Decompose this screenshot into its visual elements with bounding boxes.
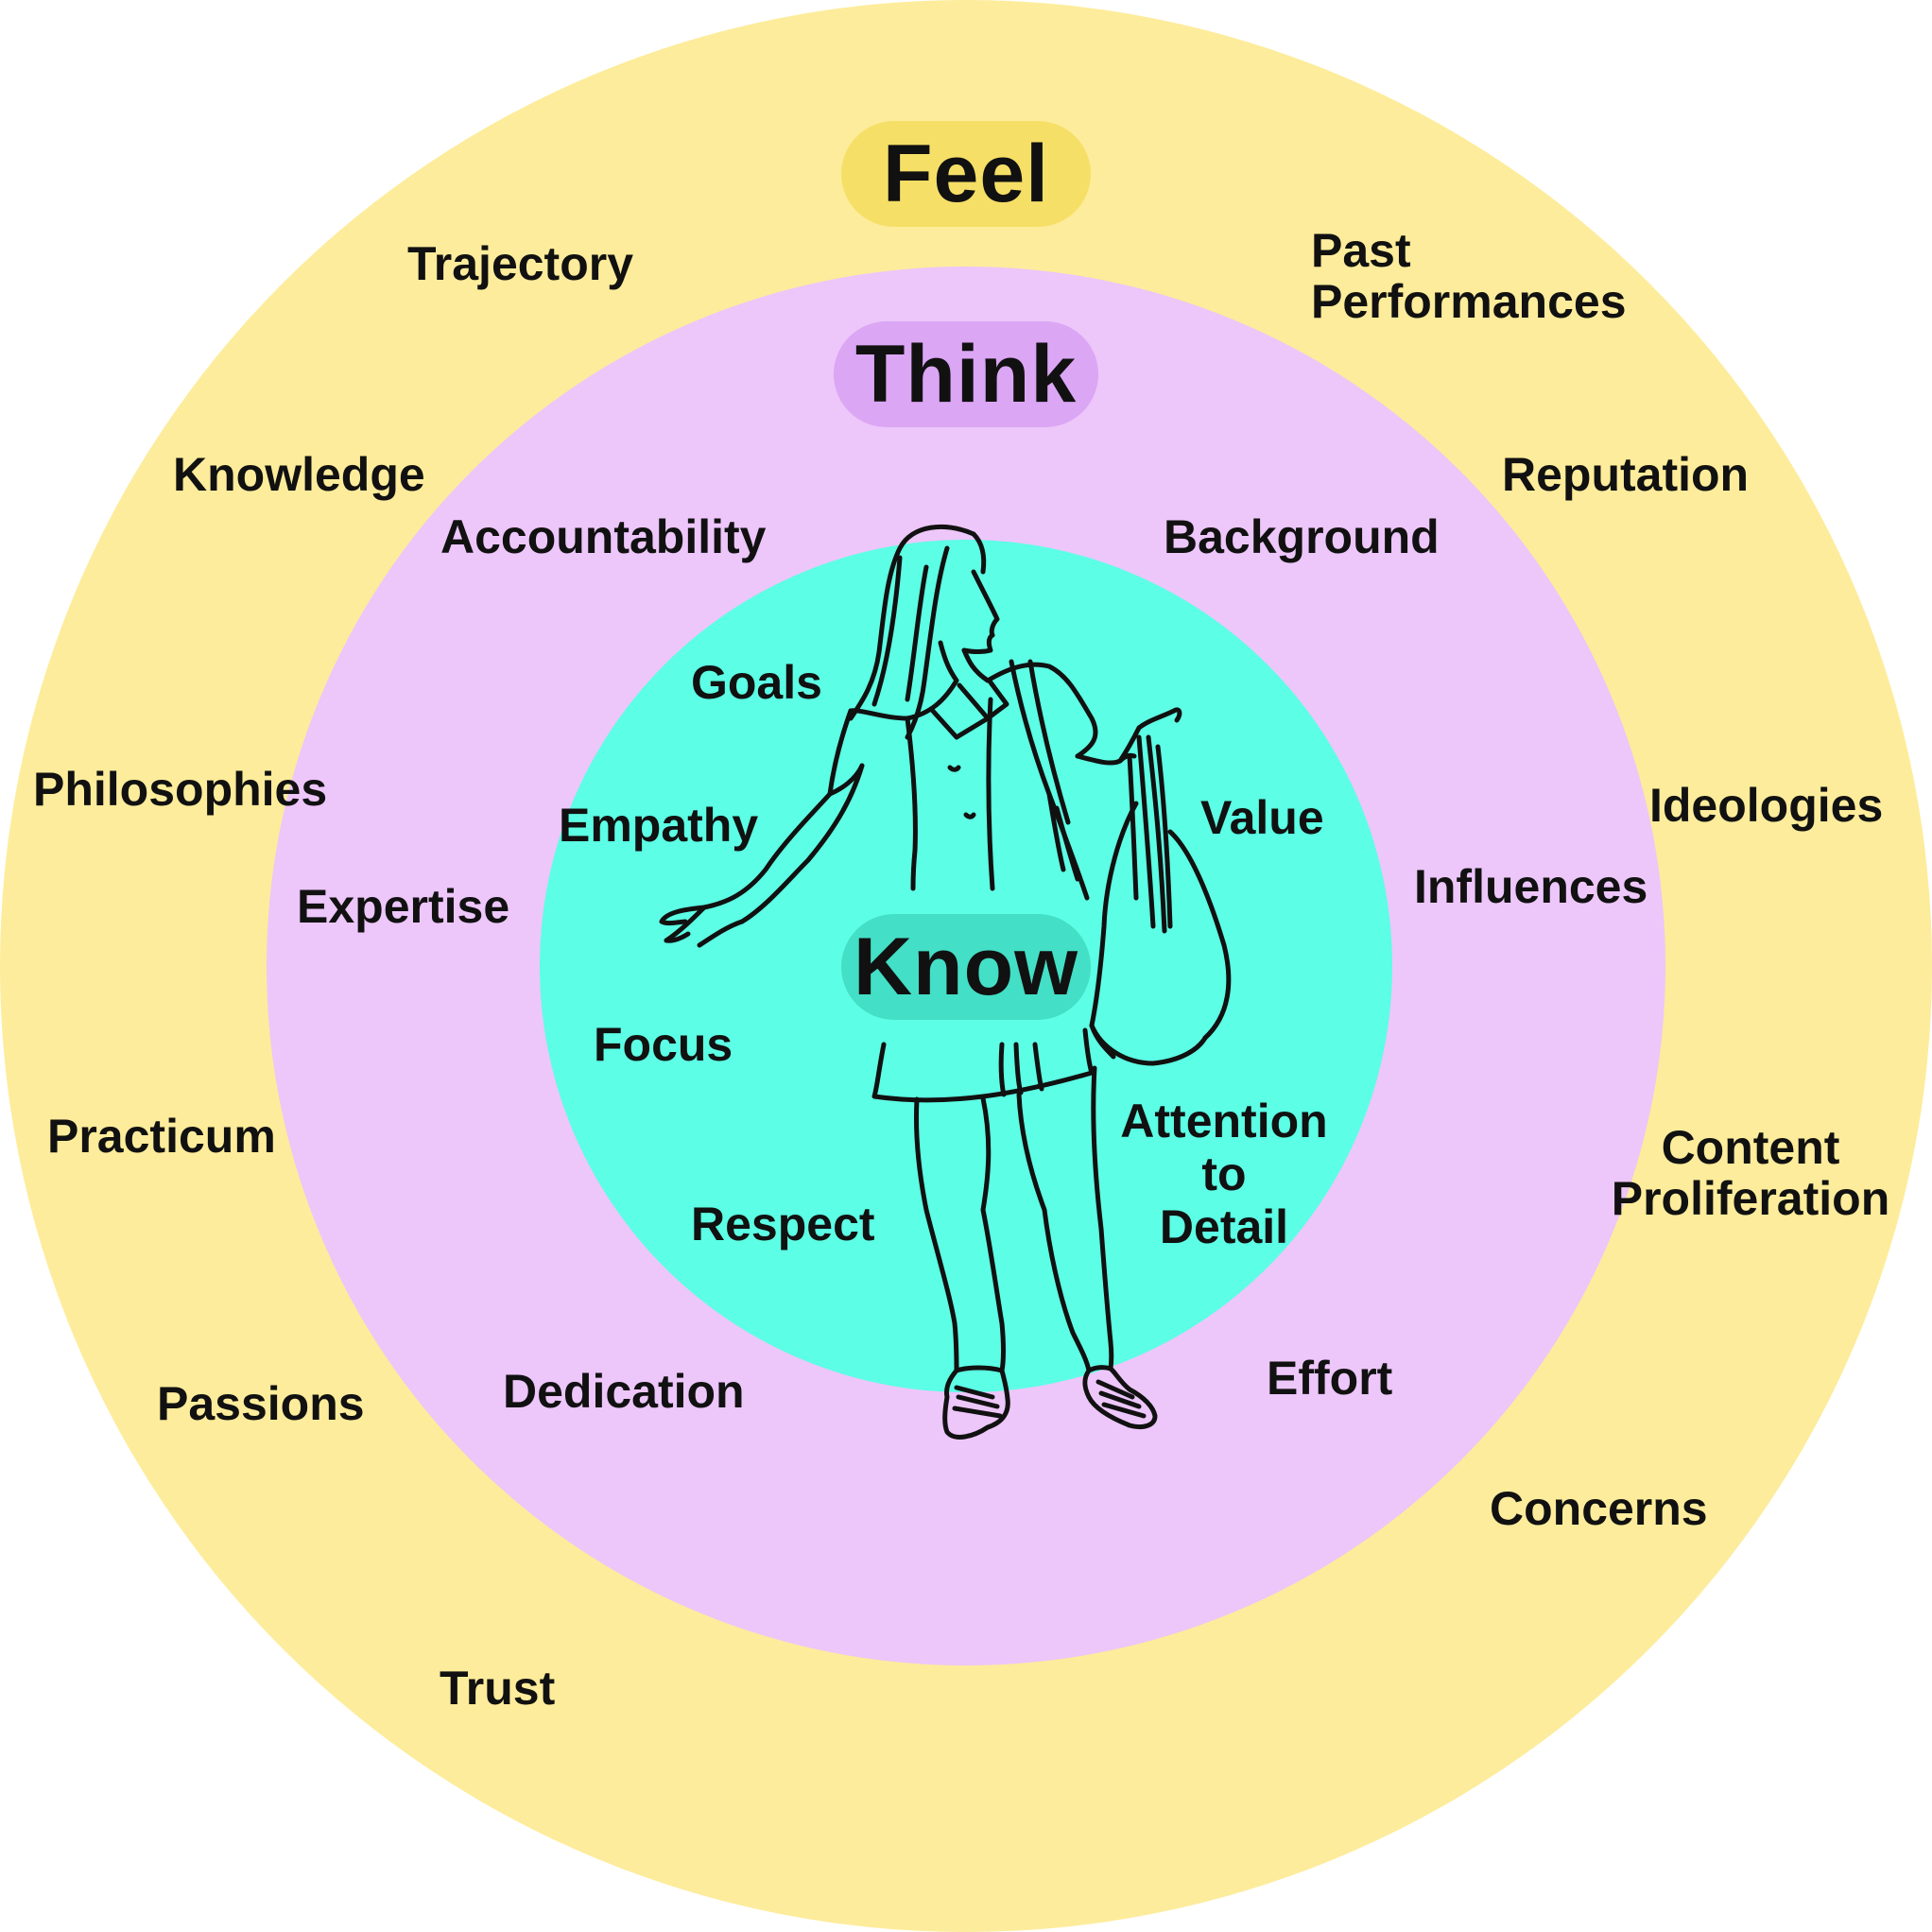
feel-item-reputation: Reputation (1502, 448, 1750, 501)
think-item-dedication: Dedication (503, 1365, 745, 1418)
think-item-background: Background (1164, 510, 1440, 563)
know-item-attention-to-detail-line2: to (1201, 1147, 1247, 1200)
feel-item-past-performances-line2: Performances (1311, 275, 1627, 328)
think-item-expertise: Expertise (297, 880, 510, 933)
think-item-effort: Effort (1267, 1352, 1393, 1405)
feel-heading: Feel (841, 121, 1091, 227)
feel-item-practicum: Practicum (47, 1110, 276, 1163)
feel-item-content-proliferation-line1: Content (1661, 1121, 1840, 1174)
know-item-value: Value (1200, 791, 1324, 844)
feel-item-ideologies: Ideologies (1649, 779, 1884, 832)
feel-item-trust: Trust (440, 1662, 556, 1715)
know-item-goals: Goals (691, 656, 822, 709)
feel-item-knowledge: Knowledge (173, 448, 425, 501)
know-item-attention-to-detail-line1: Attention (1120, 1095, 1328, 1147)
think-item-accountability: Accountability (440, 510, 767, 563)
feel-item-concerns: Concerns (1490, 1482, 1708, 1535)
know-heading: Know (841, 914, 1091, 1020)
know-item-attention-to-detail: Attention to Detail (1111, 1095, 1337, 1253)
feel-item-past-performances: Past Performances (1311, 225, 1627, 327)
feel-item-philosophies: Philosophies (33, 763, 328, 816)
think-item-influences: Influences (1414, 860, 1648, 913)
know-item-empathy: Empathy (559, 799, 759, 852)
think-heading: Think (834, 321, 1098, 427)
feel-item-content-proliferation-line2: Proliferation (1611, 1172, 1890, 1225)
feel-item-past-performances-line1: Past (1311, 224, 1411, 277)
know-item-respect: Respect (691, 1198, 875, 1251)
feel-item-content-proliferation: Content Proliferation (1609, 1122, 1892, 1224)
know-item-focus: Focus (594, 1018, 733, 1071)
feel-item-trajectory: Trajectory (407, 237, 634, 290)
feel-item-passions: Passions (157, 1377, 365, 1430)
know-item-attention-to-detail-line3: Detail (1159, 1200, 1289, 1253)
